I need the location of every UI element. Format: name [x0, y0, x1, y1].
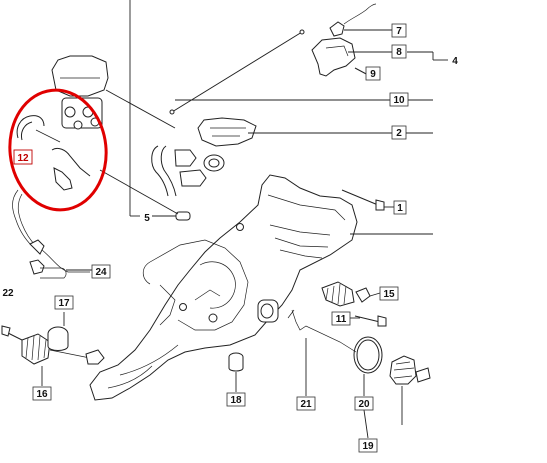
callout-9: 9: [370, 69, 376, 80]
callout-22: 22: [2, 288, 14, 299]
callout-16: 16: [36, 389, 48, 400]
av-spring-left: [21, 333, 105, 365]
callout-18: 18: [230, 395, 242, 406]
callout-2: 2: [396, 128, 402, 139]
leader-lines: [41, 0, 448, 439]
damper-group: [311, 3, 377, 77]
callout-15: 15: [383, 289, 395, 300]
fuel-hose: [12, 189, 90, 273]
rubber-buffer: [389, 355, 431, 385]
cylinder-cover: [197, 117, 257, 147]
callout-labels: 7 8 9 4 10 2 1 5 12 24 22 15 17 11 16 18…: [2, 23, 458, 453]
spring-wire: [287, 309, 357, 353]
callout-19: 19: [362, 441, 374, 452]
callout-10: 10: [393, 95, 405, 106]
callout-24: 24: [95, 267, 107, 278]
intake-elbow: [151, 145, 225, 221]
highlight-ellipse: [8, 88, 108, 212]
throttle-rod: [169, 29, 305, 115]
screw-part-11: [354, 315, 387, 327]
carburetor-assembly: [16, 55, 109, 191]
callout-5: 5: [144, 213, 150, 224]
clamp-ring: [353, 336, 383, 374]
callout-4: 4: [452, 56, 458, 67]
callout-12: 12: [17, 153, 29, 164]
screw-left: [1, 325, 23, 341]
callout-1: 1: [397, 203, 403, 214]
bushing: [47, 326, 69, 351]
av-spring-right: [321, 281, 371, 307]
crankcase-housing: [89, 174, 358, 401]
callout-7: 7: [396, 26, 402, 37]
callout-21: 21: [300, 399, 312, 410]
callout-20: 20: [358, 399, 370, 410]
hose-clip: [29, 259, 67, 279]
screw-part-1: [341, 189, 385, 211]
callout-11: 11: [336, 314, 347, 325]
callout-8: 8: [396, 47, 402, 58]
sleeve: [228, 352, 244, 372]
callout-17: 17: [58, 298, 70, 309]
